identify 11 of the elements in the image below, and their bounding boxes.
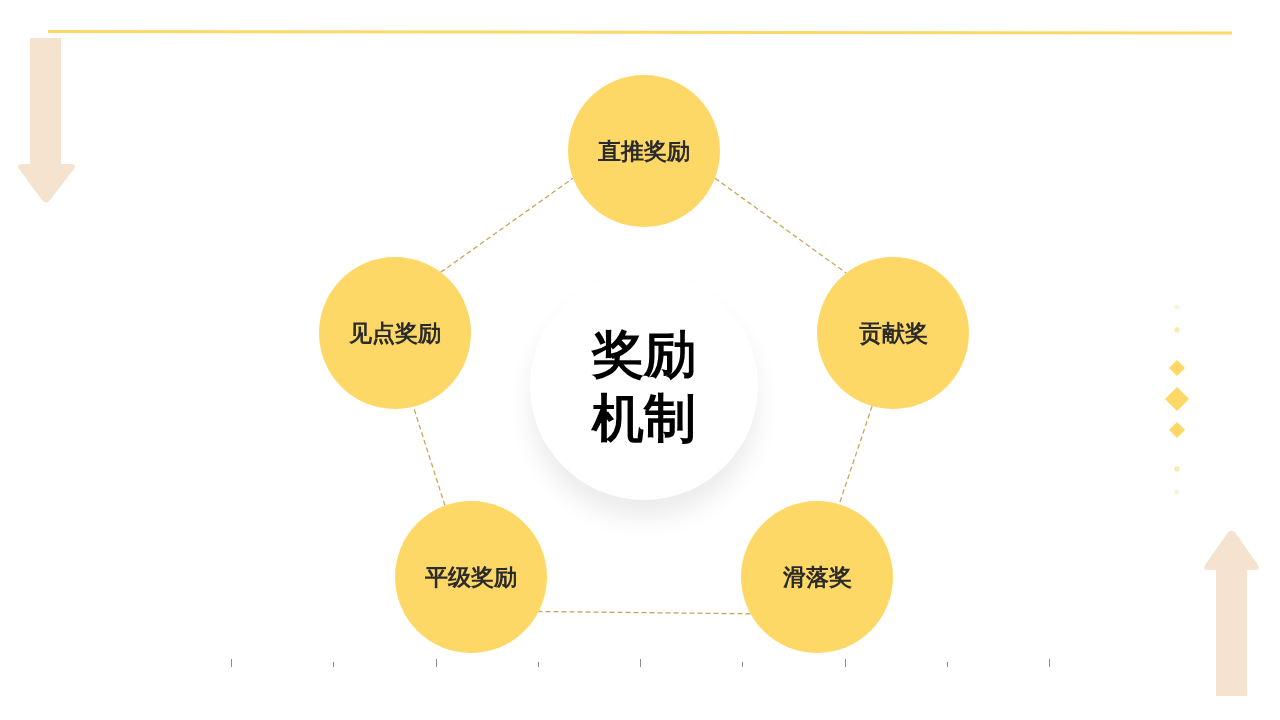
dashed-connector xyxy=(412,406,446,507)
circle-label: 贡献奖 xyxy=(858,319,928,347)
dashed-connector xyxy=(538,610,752,615)
circle-label: 见点奖励 xyxy=(349,319,441,347)
circle-label: 直推奖励 xyxy=(598,137,690,165)
dashed-connector xyxy=(440,177,574,273)
circle-label: 平级奖励 xyxy=(425,563,517,591)
circle-label: 滑落奖 xyxy=(782,563,852,591)
dashed-connector xyxy=(714,177,847,274)
dashed-connector xyxy=(838,405,873,505)
center-title: 奖励机制 xyxy=(590,323,697,450)
